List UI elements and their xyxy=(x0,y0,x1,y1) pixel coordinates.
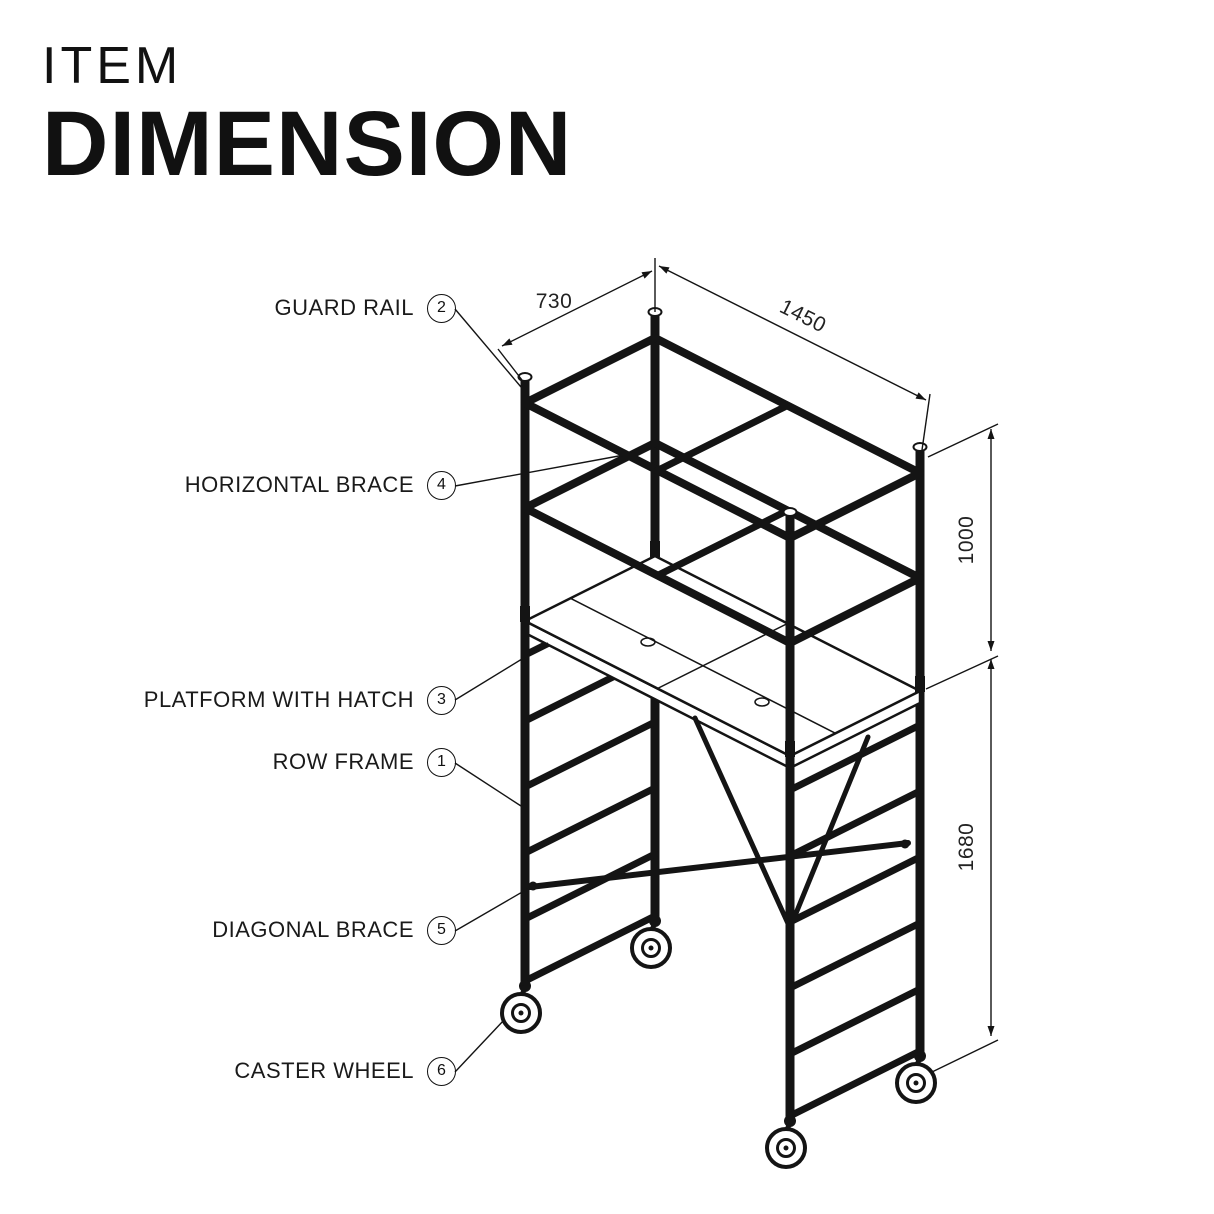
label-guard-rail-number: 2 xyxy=(427,293,456,323)
row-frame-right-rungs xyxy=(786,721,924,1120)
diagonal-brace-bar xyxy=(527,840,911,890)
caster-wheel-back-right xyxy=(895,1050,937,1104)
caster-wheel-front-right xyxy=(765,1115,807,1169)
dim-1680: 1680 xyxy=(931,659,999,1073)
dim-width-text: 730 xyxy=(536,290,573,313)
v-brace-right xyxy=(787,734,871,931)
label-guard-rail: GUARD RAIL 2 xyxy=(0,293,456,323)
leader-row-frame xyxy=(454,762,522,807)
leader-lines xyxy=(454,308,636,1073)
label-horizontal-brace-text: HORIZONTAL BRACE xyxy=(184,472,414,497)
v-brace-left xyxy=(692,715,793,931)
label-guard-rail-text: GUARD RAIL xyxy=(274,295,414,320)
hatch-grip-hole xyxy=(640,637,656,647)
page-title: ITEM DIMENSION xyxy=(42,40,572,190)
caster-wheel-front-left xyxy=(500,980,542,1034)
guard-rail-front xyxy=(521,399,924,647)
label-platform-with-hatch: PLATFORM WITH HATCH 3 xyxy=(0,685,456,715)
label-diagonal-brace: DIAGONAL BRACE 5 xyxy=(0,915,456,945)
label-caster-wheel: CASTER WHEEL 6 xyxy=(0,1056,456,1086)
label-platform-with-hatch-number: 3 xyxy=(427,685,456,715)
label-caster-wheel-text: CASTER WHEEL xyxy=(234,1058,414,1083)
label-row-frame: ROW FRAME 1 xyxy=(0,747,456,777)
dim-1000: 1000 xyxy=(925,423,999,690)
title-item: ITEM xyxy=(42,37,183,95)
platform-with-hatch xyxy=(522,554,923,771)
leader-diagonal-brace xyxy=(454,883,537,932)
leader-caster-wheel xyxy=(454,1019,505,1073)
label-platform-with-hatch-text: PLATFORM WITH HATCH xyxy=(143,687,414,712)
caster-wheel-back-left xyxy=(630,915,672,969)
leader-horizontal-brace xyxy=(454,452,636,487)
label-horizontal-brace-number: 4 xyxy=(427,470,456,500)
front-posts xyxy=(520,374,795,1123)
dim-730: 730 xyxy=(497,258,656,381)
dim-length-text: 1450 xyxy=(776,295,830,337)
label-horizontal-brace: HORIZONTAL BRACE 4 xyxy=(0,470,456,500)
label-caster-wheel-number: 6 xyxy=(427,1056,456,1086)
label-row-frame-number: 1 xyxy=(427,747,456,777)
leader-guard-rail xyxy=(454,308,522,388)
label-diagonal-brace-number: 5 xyxy=(427,915,456,945)
braces xyxy=(527,715,911,931)
hatch-grip-hole xyxy=(754,697,770,707)
title-dimension: DIMENSION xyxy=(42,93,573,195)
frame-couplers xyxy=(520,541,925,757)
dim-frame-height-text: 1680 xyxy=(955,823,978,872)
caster-wheels xyxy=(500,915,937,1169)
dim-guard-height-text: 1000 xyxy=(955,516,978,565)
label-row-frame-text: ROW FRAME xyxy=(272,749,414,774)
leader-platform xyxy=(454,642,549,701)
label-diagonal-brace-text: DIAGONAL BRACE xyxy=(212,917,414,942)
